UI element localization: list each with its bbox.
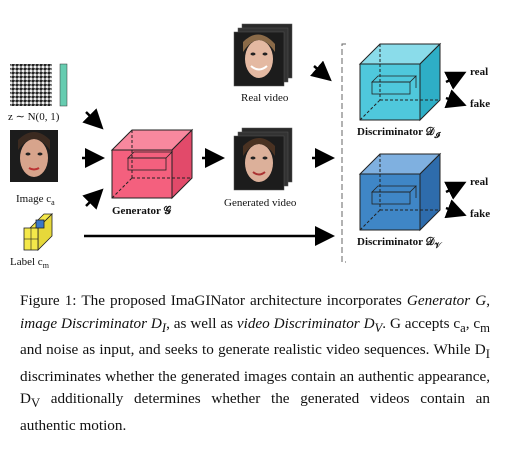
label-active-cell xyxy=(35,219,45,229)
generator-cube xyxy=(110,128,194,200)
generated-video-label: Generated video xyxy=(224,197,297,209)
output-fake-bottom: fake xyxy=(470,208,491,220)
output-real-top: real xyxy=(470,66,489,78)
generated-video-frames xyxy=(233,127,293,191)
output-fake-top: fake xyxy=(470,98,491,110)
noise-vector-bar xyxy=(59,63,68,107)
real-video-frames xyxy=(233,23,293,87)
noise-label: z ∼ N(0, 1) xyxy=(8,111,60,123)
arrow-di-real xyxy=(444,71,467,90)
input-face-image xyxy=(10,130,58,182)
arrow-di-fake xyxy=(444,89,467,109)
arrow-noise-to-generator xyxy=(82,108,104,130)
discriminator-bracket xyxy=(341,43,346,263)
output-real-bottom: real xyxy=(470,176,489,188)
real-video-label: Real video xyxy=(241,92,289,104)
image-label: Image ca xyxy=(16,193,55,208)
architecture-diagram xyxy=(10,23,467,263)
arrow-real-to-discriminator xyxy=(310,60,332,82)
noise-image xyxy=(10,64,52,106)
architecture-figure: z ∼ N(0, 1) Image ca Label cm Generator … xyxy=(8,23,491,271)
figure-caption: Figure 1: The proposed ImaGINator archit… xyxy=(20,292,490,434)
label-label: Label cm xyxy=(10,256,49,271)
discriminator-i-cube xyxy=(358,42,442,122)
discriminator-v-cube xyxy=(358,152,442,232)
arrow-label-to-generator xyxy=(82,188,104,210)
generator-label: Generator 𝒢 xyxy=(112,205,172,217)
arrow-dv-real xyxy=(444,181,467,200)
arrow-dv-fake xyxy=(444,199,467,219)
label-block xyxy=(23,213,53,251)
noise-input xyxy=(10,63,68,107)
discriminator-v-label: Discriminator 𝒟𝒱 xyxy=(357,236,441,251)
discriminator-i-label: Discriminator 𝒟𝓘 xyxy=(357,126,440,141)
